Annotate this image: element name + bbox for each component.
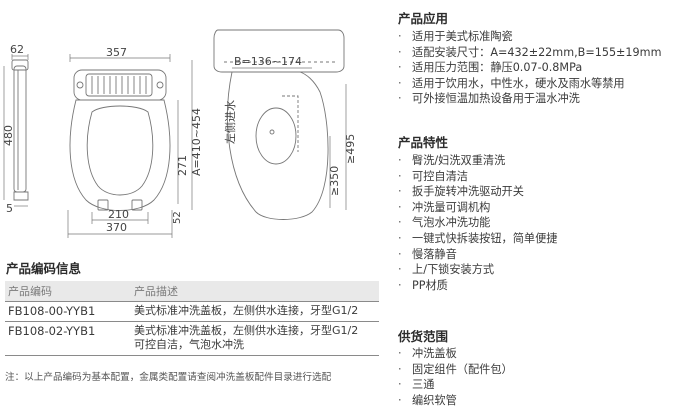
technical-drawing: 62 480 5 357 210 bbox=[2, 29, 357, 238]
seat-top-view bbox=[69, 69, 171, 211]
list-item: ·上/下锁安装方式 bbox=[398, 263, 495, 277]
dim-5-label: 5 bbox=[6, 202, 13, 215]
list-item: ·扳手旋转冲洗驱动开关 bbox=[398, 185, 524, 199]
list-item: ·可外接恒温加热设备用于温水冲洗 bbox=[398, 92, 580, 106]
list-item: ·适用压力范围：静压0.07-0.8MPa bbox=[398, 61, 583, 75]
supply-list: ·冲洗盖板 ·固定组件（配件包） ·三通 ·编织软管 bbox=[398, 346, 513, 408]
toilet-side-view bbox=[213, 29, 345, 220]
bullet-icon: · bbox=[398, 45, 402, 59]
codes-section-title: 产品编码信息 bbox=[6, 261, 82, 276]
bullet-icon: · bbox=[398, 185, 402, 199]
bullet-icon: · bbox=[398, 154, 402, 167]
product-description: 美式标准冲洗盖板，左侧供水连接，牙型G1/2 bbox=[131, 301, 379, 322]
side-view-profile bbox=[11, 59, 29, 201]
dim-62-label: 62 bbox=[10, 43, 24, 56]
list-item: ·可控自清洁 bbox=[398, 169, 468, 183]
list-item: ·气泡水冲洗功能 bbox=[398, 216, 491, 230]
column-header-description: 产品描述 bbox=[131, 281, 379, 302]
bullet-icon: · bbox=[398, 92, 402, 106]
product-code: FB108-00-YYB1 bbox=[5, 301, 131, 322]
dim-210-label: 210 bbox=[108, 208, 129, 221]
dim-370 bbox=[67, 210, 173, 238]
footnote: 注：以上产品编码为基本配置，金属类配置请查阅冲洗盖板配件目录进行选配 bbox=[5, 372, 332, 383]
features-list: ·臀洗/妇洗双重清洗 ·可控自清洁 ·扳手旋转冲洗驱动开关 ·冲洗量可调机构 ·… bbox=[398, 153, 557, 293]
dim-350-label: ≥350 bbox=[328, 166, 341, 196]
description-line: 可控自洁，气泡水冲洗 bbox=[134, 338, 244, 351]
list-item: ·编织软管 bbox=[398, 393, 457, 407]
list-item: ·适配安装尺寸：A=432±22mm,B=155±19mm bbox=[398, 45, 662, 59]
features-title: 产品特性 bbox=[398, 135, 449, 150]
list-item: ·三通 bbox=[398, 378, 435, 392]
dim-495-label: ≥495 bbox=[344, 134, 357, 164]
dim-62 bbox=[11, 54, 29, 60]
bullet-icon: · bbox=[398, 76, 402, 90]
list-item: ·一键式快拆装按钮，简单便捷 bbox=[398, 231, 558, 245]
product-code-table: 产品编码 产品描述 FB108-00-YYB1 美式标准冲洗盖板，左侧供水连接，… bbox=[5, 281, 379, 356]
description-line: 美式标准冲洗盖板，左侧供水连接，牙型G1/2 bbox=[134, 304, 359, 317]
side-water-inlet-label: 左侧进水 bbox=[224, 100, 237, 144]
bullet-icon: · bbox=[398, 393, 402, 407]
bullet-icon: · bbox=[398, 61, 402, 75]
list-item: ·适用于饮用水，中性水，硬水及雨水等禁用 bbox=[398, 76, 625, 90]
column-header-code: 产品编码 bbox=[5, 281, 131, 302]
product-description: 美式标准冲洗盖板，左侧供水连接，牙型G1/2 可控自洁，气泡水冲洗 bbox=[131, 321, 379, 356]
dim-271-label: 271 bbox=[176, 155, 189, 176]
supply-title: 供货范围 bbox=[398, 329, 449, 344]
dim-357-label: 357 bbox=[106, 46, 127, 59]
application-list: ·适用于美式标准陶瓷 ·适配安装尺寸：A=432±22mm,B=155±19mm… bbox=[398, 29, 661, 107]
bullet-icon: · bbox=[398, 231, 402, 245]
table-header-row: 产品编码 产品描述 bbox=[5, 281, 379, 302]
bullet-icon: · bbox=[398, 200, 402, 214]
list-item: ·固定组件（配件包） bbox=[398, 362, 513, 376]
bullet-icon: · bbox=[398, 378, 402, 392]
application-title: 产品应用 bbox=[398, 11, 449, 26]
bullet-icon: · bbox=[398, 30, 402, 43]
product-code: FB108-02-YYB1 bbox=[5, 321, 131, 356]
bullet-icon: · bbox=[398, 247, 402, 261]
table-row: FB108-00-YYB1 美式标准冲洗盖板，左侧供水连接，牙型G1/2 bbox=[5, 301, 379, 322]
dim-b-label: B=136~174 bbox=[234, 55, 302, 68]
bullet-icon: · bbox=[398, 216, 402, 230]
list-item: ·适用于美式标准陶瓷 bbox=[398, 30, 513, 43]
list-item: ·臀洗/妇洗双重清洗 bbox=[398, 154, 506, 167]
bullet-icon: · bbox=[398, 278, 402, 292]
dim-370-label: 370 bbox=[106, 221, 127, 234]
dim-480-label: 480 bbox=[2, 125, 15, 146]
dim-52-label: 52 bbox=[172, 211, 183, 224]
bullet-icon: · bbox=[398, 169, 402, 183]
bullet-icon: · bbox=[398, 347, 402, 360]
description-line: 美式标准冲洗盖板，左侧供水连接，牙型G1/2 bbox=[134, 323, 359, 337]
table-row: FB108-02-YYB1 美式标准冲洗盖板，左侧供水连接，牙型G1/2 可控自… bbox=[5, 321, 379, 356]
list-item: ·慢落静音 bbox=[398, 247, 457, 261]
dim-357 bbox=[69, 54, 171, 62]
list-item: ·冲洗盖板 bbox=[398, 347, 457, 360]
dim-a-label: A=410~454 bbox=[190, 108, 203, 176]
dim-210 bbox=[91, 212, 149, 224]
list-item: ·冲洗量可调机构 bbox=[398, 200, 491, 214]
bullet-icon: · bbox=[398, 263, 402, 277]
list-item: ·PP材质 bbox=[398, 278, 448, 292]
bullet-icon: · bbox=[398, 362, 402, 376]
